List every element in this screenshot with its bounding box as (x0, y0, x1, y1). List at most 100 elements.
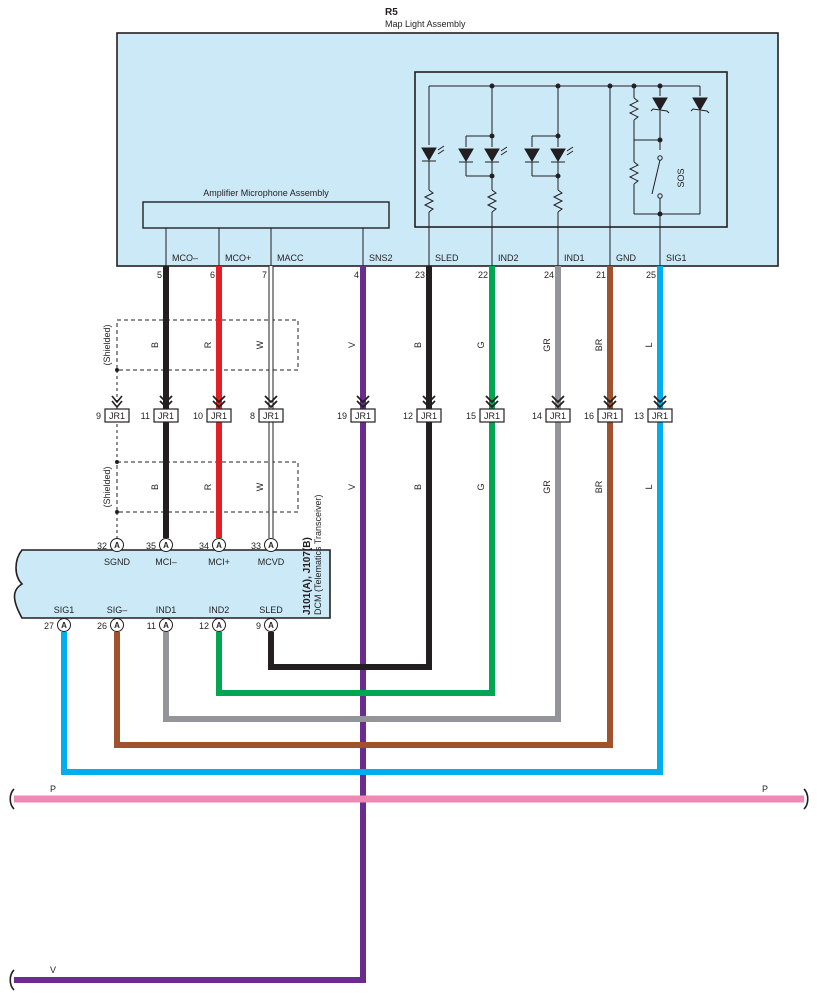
wire-gnd-21 (114, 266, 613, 748)
jr1-box-15 (479, 408, 505, 423)
dcm-pin-circle-33 (264, 538, 278, 552)
wire-labels: 5MCO–BBJR1116MCO+RRJR1107MACCWWJR184SNS2… (44, 253, 687, 632)
color-code-upper-21: BR (594, 338, 604, 351)
color-code-lower-6: R (203, 483, 213, 490)
jr1-arrow-15 (485, 395, 499, 404)
color-code-upper-25: L (644, 342, 654, 347)
color-code-lower-22: G (476, 483, 486, 490)
color-code-upper-6: R (203, 341, 213, 348)
jr1-pin-11: 11 (141, 411, 150, 421)
jr1-arrow2-14 (551, 400, 565, 409)
dcm-pin-letter-12: A (216, 621, 222, 630)
wire-ind1-24 (163, 266, 561, 722)
color-code-lower-7: W (255, 482, 265, 491)
color-code-lower-23: B (413, 484, 423, 490)
dcm-pin-circle-35 (159, 538, 173, 552)
r5-pin-22: 22 (478, 270, 488, 280)
bus-v: V (9, 965, 56, 991)
jr1-arrow2-10 (212, 400, 226, 409)
dcm-name: DCM (Telematics Transceiver) (313, 494, 323, 615)
jr1-arrow-14 (551, 395, 565, 404)
r5-signal-25: SIG1 (666, 253, 687, 263)
r5-pin-6: 6 (210, 270, 215, 280)
jr1-pin-10: 10 (193, 411, 203, 421)
dcm-pin-number-33: 33 (251, 541, 261, 551)
dcm-pin-signal-26: SIG– (107, 605, 128, 615)
jr1-arrow-10 (212, 395, 226, 404)
dcm-pin-circle-12 (212, 618, 226, 632)
r5-signal-24: IND1 (564, 253, 585, 263)
r5-signal-21: GND (616, 253, 637, 263)
bus-v-label: V (50, 965, 56, 975)
shield-connector-marker (111, 395, 123, 409)
color-code-lower-21: BR (594, 480, 604, 493)
dcm-pin-circle-34 (212, 538, 226, 552)
jr1-box-8 (258, 408, 284, 423)
jr1-arrow-8 (264, 395, 278, 404)
jr1-arrow-16 (603, 395, 617, 404)
dcm-shield-pin-number: 32 (97, 541, 107, 551)
jr1-box-13 (647, 408, 673, 423)
color-code-upper-5: B (150, 342, 160, 348)
jr1-pin-16: 16 (584, 411, 594, 421)
dcm-pin-number-34: 34 (199, 541, 209, 551)
dcm-pin-number-27: 27 (44, 621, 54, 631)
dcm-pin-circle-9 (264, 618, 278, 632)
wire-sig1-25 (61, 266, 663, 775)
r5-name: Map Light Assembly (385, 19, 466, 29)
color-code-upper-23: B (413, 342, 423, 348)
dcm-pin-letter-33: A (268, 541, 274, 550)
dcm-pin-signal-27: SIG1 (54, 605, 75, 615)
wire-sns2-4 (14, 266, 366, 983)
dcm-pin-letter-35: A (163, 541, 169, 550)
dcm-pin-number-9: 9 (256, 621, 261, 631)
jr1-arrow2-19 (356, 400, 370, 409)
jr1-arrow2-15 (485, 400, 499, 409)
jr1-pin-14: 14 (532, 411, 542, 421)
jr1-box-10 (206, 408, 232, 423)
dcm-shield-pin-signal: SGND (104, 557, 131, 567)
amplifier-name: Amplifier Microphone Assembly (203, 188, 329, 198)
amplifier-microphone-assembly: Amplifier Microphone Assembly (142, 188, 390, 266)
dcm-pin-signal-9: SLED (259, 605, 283, 615)
jr1-pin-15: 15 (466, 411, 476, 421)
map-light-assembly: R5 Map Light Assembly Amplifier Micropho… (116, 7, 779, 267)
r5-signal-23: SLED (435, 253, 459, 263)
jr1-name-12: JR1 (421, 411, 437, 421)
jr1-arrow-13 (653, 395, 667, 404)
jr1-name-8: JR1 (263, 411, 279, 421)
jr1-box-11 (153, 408, 179, 423)
r5-signal-22: IND2 (498, 253, 519, 263)
shield-jr1-name: JR1 (109, 411, 125, 421)
r5-id: R5 (385, 7, 398, 18)
dcm-pin-number-12: 12 (199, 621, 209, 631)
dcm-shield-pin: A 32 SGND (97, 538, 131, 567)
jr1-name-13: JR1 (652, 411, 668, 421)
dcm-pin-number-11: 11 (147, 621, 156, 631)
dcm-pin-signal-34: MCI+ (208, 557, 230, 567)
dcm-pin-circle-11 (159, 618, 173, 632)
jr1-name-14: JR1 (550, 411, 566, 421)
dcm-pin-signal-35: MCI– (155, 557, 177, 567)
shield-box-lower (116, 461, 299, 513)
jr1-arrow2-13 (653, 400, 667, 409)
jr1-box-14 (545, 408, 571, 423)
shield-jr1-connector: JR1 (104, 408, 130, 423)
color-code-upper-4: V (347, 342, 357, 348)
jr1-box-12 (416, 408, 442, 423)
r5-pin-5: 5 (157, 270, 162, 280)
jr1-arrow-11 (159, 395, 173, 404)
wire-routes (14, 266, 663, 983)
shielded-label-lower: (Shielded) (102, 466, 112, 507)
r5-pin-7: 7 (262, 270, 267, 280)
color-code-upper-22: G (476, 341, 486, 348)
jr1-name-11: JR1 (158, 411, 174, 421)
r5-signal-5: MCO– (172, 253, 198, 263)
color-code-lower-25: L (644, 484, 654, 489)
bus-p-label-right: P (762, 784, 768, 794)
dcm-pin-letter-11: A (163, 621, 169, 630)
color-code-lower-24: GR (542, 480, 552, 494)
color-code-upper-7: W (255, 340, 265, 349)
jr1-name-16: JR1 (602, 411, 618, 421)
